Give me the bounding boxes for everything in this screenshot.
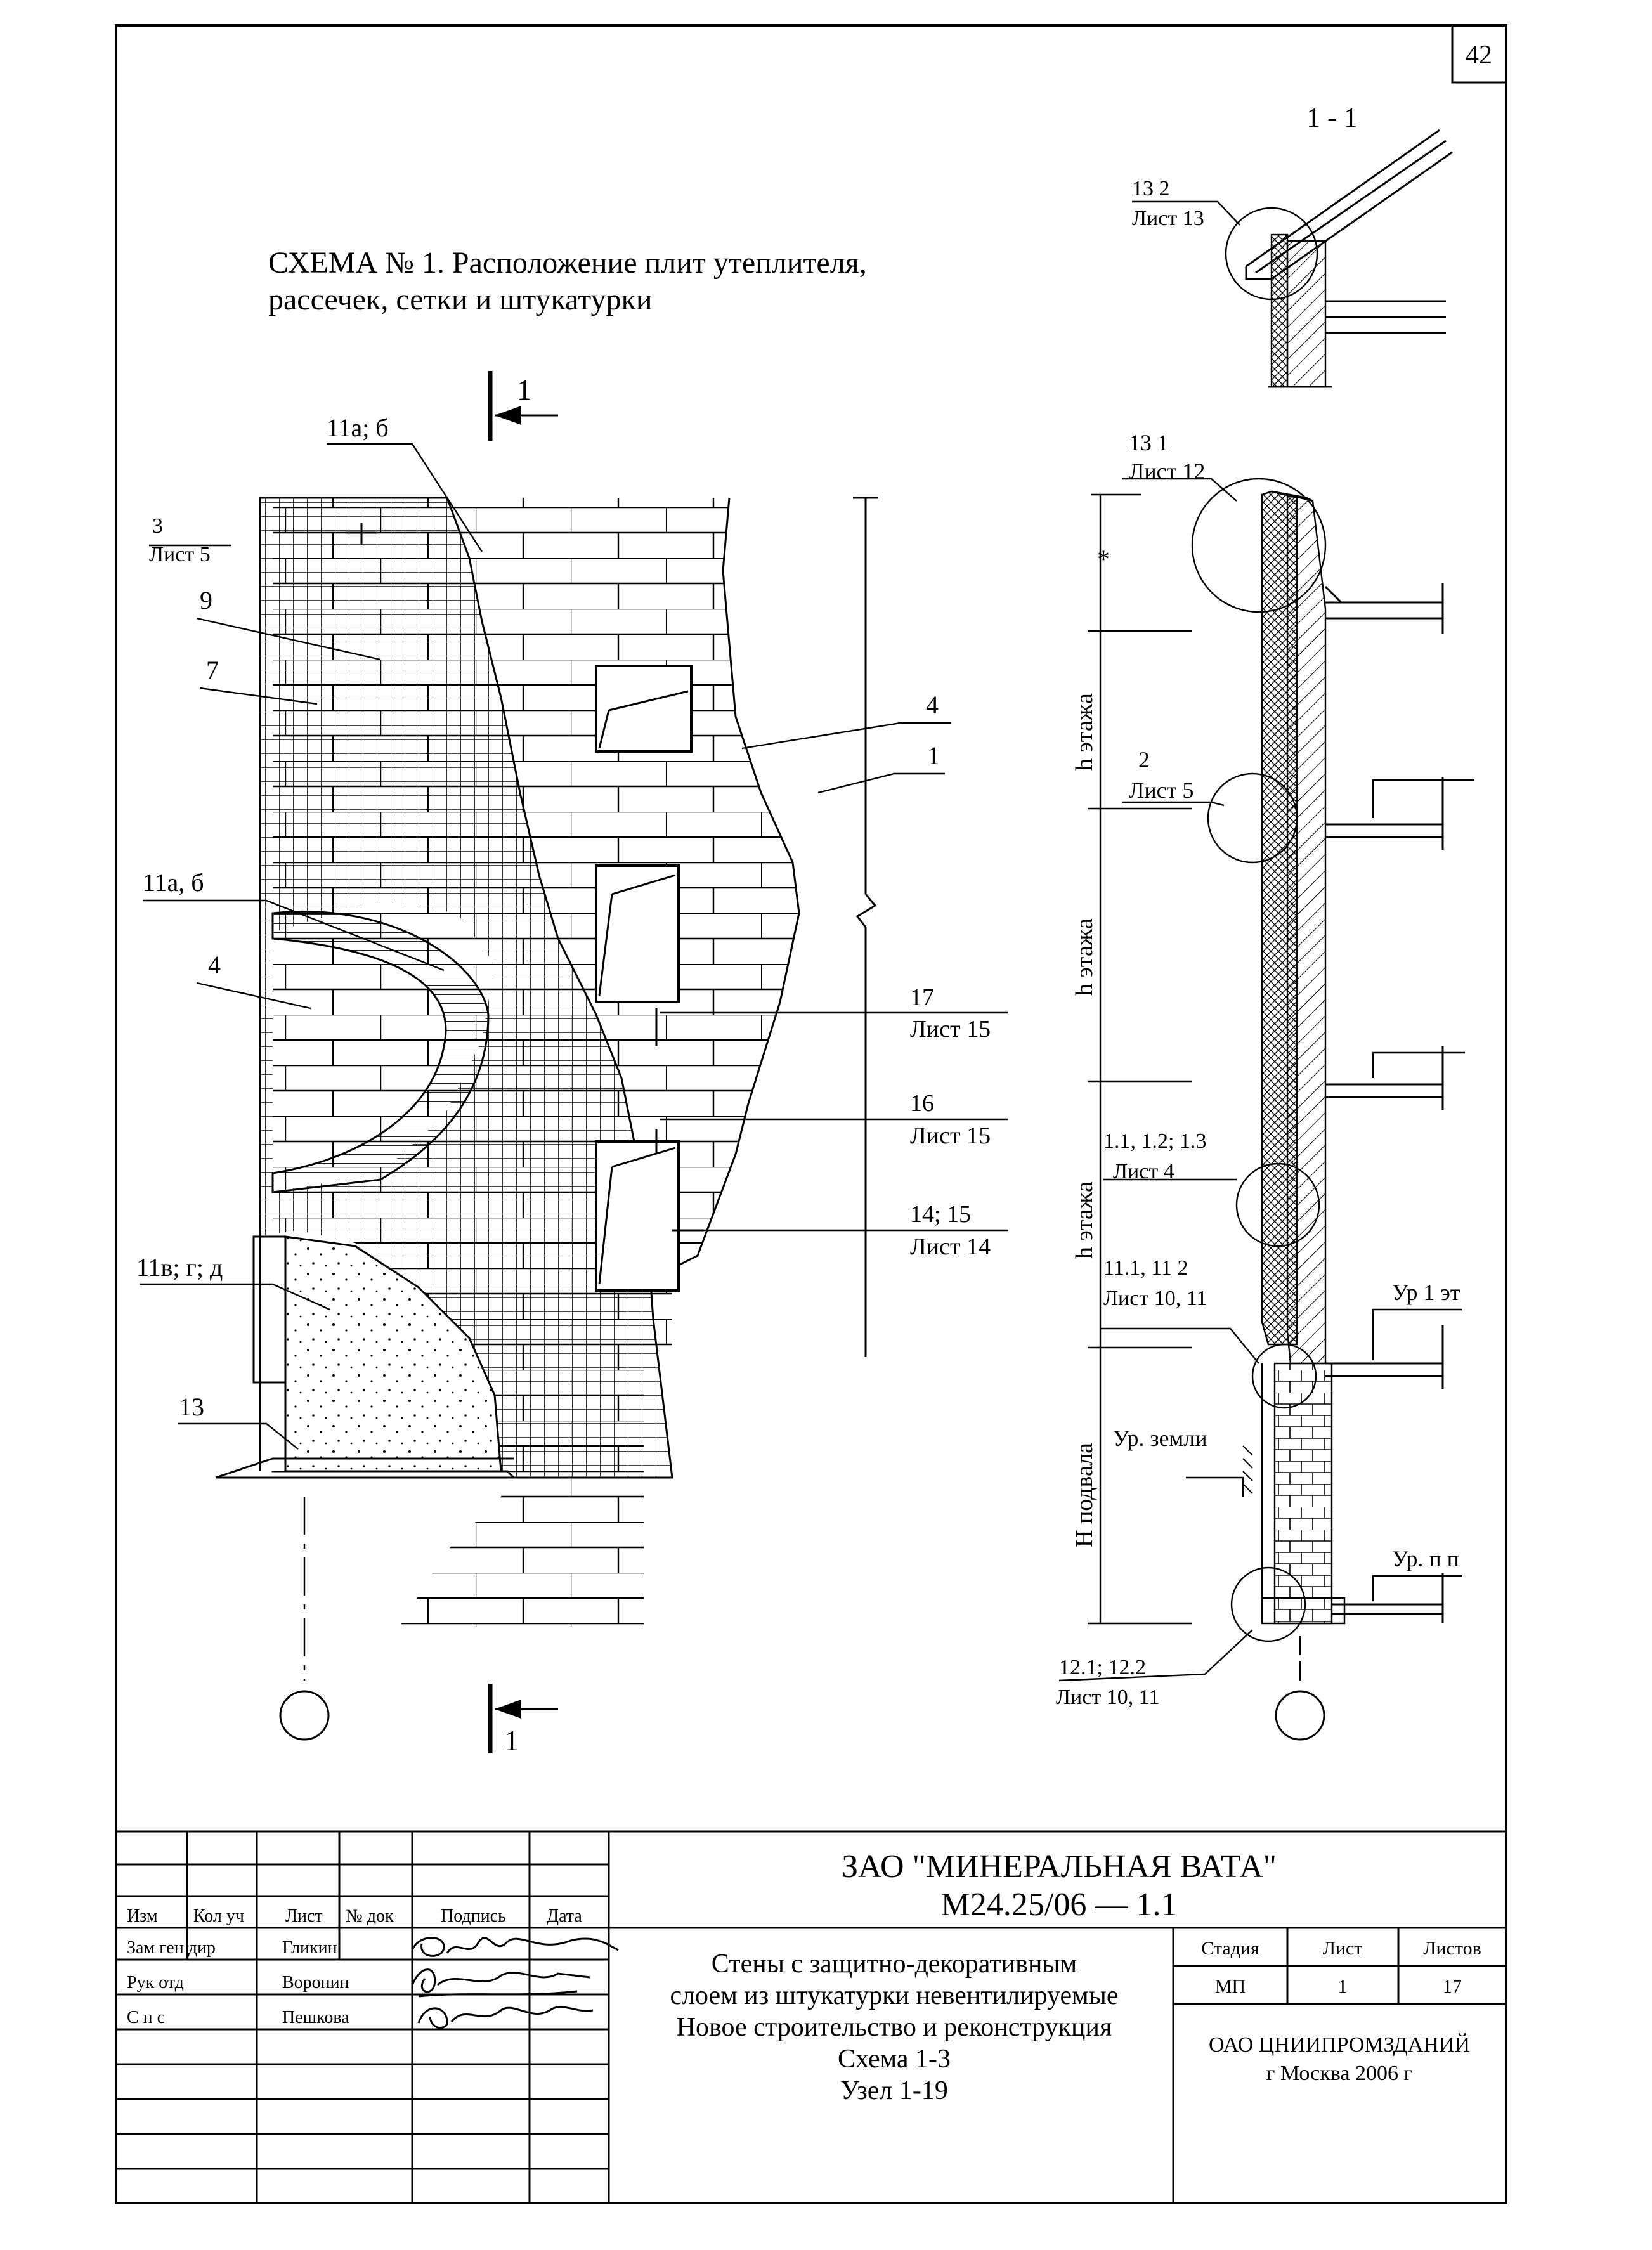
tb-role-1: Зам ген дир [127,1938,216,1958]
dim-floor-2: h этажа [1071,918,1098,996]
section-title: 1 - 1 [1306,102,1358,133]
sheets-total-value: 17 [1443,1976,1462,1997]
level-basement-floor: Ур. п п [1392,1546,1459,1571]
callout-16-sheet: Лист 15 [910,1122,991,1149]
section-callout-12-sheet: Лист 10, 11 [1056,1686,1159,1709]
level-ground: Ур. земли [1113,1426,1207,1451]
section-dimension-line [1088,493,1192,1625]
callout-1415: 14; 15 [910,1201,971,1228]
tb-header-kol: Кол уч [193,1906,244,1926]
section-callout-12: 12.1; 12.2 [1059,1656,1146,1679]
window-1 [595,665,693,753]
level-floor1: Ур 1 эт [1392,1280,1460,1305]
callout-7: 7 [206,656,219,684]
description-line-3: Новое строительство и реконструкция [677,2013,1112,2042]
callout-9: 9 [200,586,212,615]
svg-text:1: 1 [504,1724,519,1757]
scheme-title-line2: рассечек, сетки и штукатурки [268,283,653,316]
section-leaders [1058,478,1259,1682]
dim-basement: H подвала [1071,1443,1098,1547]
title-block-frame [116,1830,1506,2203]
section-callout-1-1: 1.1, 1.2; 1.3 [1103,1129,1206,1153]
section-callout-13-1: 13 1 [1129,430,1169,455]
signatures [411,1937,619,2029]
tb-header-date: Дата [547,1906,582,1926]
callout-11vgd: 11в; г; д [136,1253,223,1282]
callout-11ab-mid: 11а, б [143,868,204,897]
callout-3-sheet: Лист 5 [149,543,211,566]
callout-3: 3 [152,514,163,538]
axis-bubble-left [279,1690,330,1741]
scheme-title-line1: СХЕМА № 1. Расположение плит утеплителя, [268,246,867,280]
tb-role-2: Рук отд [127,1973,184,1993]
description-line-2: слоем из штукатурки невентилируемые [670,1981,1118,2010]
document-code: М24.25/06 — 1.1 [941,1887,1178,1923]
callout-1: 1 [927,741,940,770]
callout-4-left: 4 [208,951,221,979]
company-name: ЗАО "МИНЕРАЛЬНАЯ ВАТА" [842,1849,1277,1885]
callout-4-right: 4 [926,691,939,719]
roof-detail [1225,129,1453,388]
section-callout-2: 2 [1138,747,1150,772]
elevation-leaders [140,443,1008,1450]
tb-name-3: Пешкова [282,2008,349,2027]
tb-name-2: Воронин [282,1973,349,1993]
section-callout-13-2: 13 2 [1132,177,1170,200]
window-2 [595,864,680,1003]
stage-value: МП [1215,1976,1246,1997]
section-callout-1-1-sheet: Лист 4 [1113,1160,1174,1183]
section-callout-13-1-sheet: Лист 12 [1129,458,1205,484]
sheet-number: 42 [1466,41,1492,70]
tb-header-sign: Подпись [441,1906,506,1926]
svg-text:1: 1 [517,374,531,406]
callout-16: 16 [910,1090,934,1117]
sheet-value: 1 [1338,1976,1348,1997]
sheet-border [115,24,1507,2204]
section-callout-2-sheet: Лист 5 [1129,777,1193,803]
tb-header-doc: № док [346,1906,394,1926]
section-mark-top: 1 [488,371,558,441]
sheet-number-box [1451,24,1507,84]
callout-17: 17 [910,984,934,1011]
callout-17-sheet: Лист 15 [910,1016,991,1043]
tb-header-list: Лист [285,1906,323,1926]
tb-header-izm: Изм [127,1906,158,1926]
dim-star: * [1097,545,1110,573]
organization-city: г Москва 2006 г [1266,2062,1413,2085]
description-line-5: Узел 1-19 [840,2076,948,2105]
callout-1415-sheet: Лист 14 [910,1233,991,1260]
dim-floor-1: h этажа [1071,693,1098,771]
wall-elevation [215,497,878,1741]
description-line-1: Стены с защитно-декоративным [712,1949,1077,1979]
stage-header-listov: Листов [1423,1938,1481,1959]
organization: ОАО ЦНИИПРОМЗДАНИЙ [1209,2033,1470,2057]
dim-floor-3: h этажа [1071,1181,1098,1259]
stage-header-list: Лист [1323,1938,1363,1959]
wall-section [1186,478,1474,1741]
axis-bubble-right [1275,1690,1325,1741]
section-callout-11-1-sheet: Лист 10, 11 [1103,1287,1207,1310]
tb-role-3: С н с [127,2008,165,2027]
section-mark-bottom: 1 [488,1684,558,1757]
section-callout-13-2-sheet: Лист 13 [1132,207,1204,230]
tb-name-1: Гликин [282,1938,337,1958]
window-3 [595,1140,680,1292]
callout-11ab-top: 11а; б [327,413,389,442]
stage-header-stadia: Стадия [1201,1938,1259,1959]
section-callout-11-1: 11.1, 11 2 [1103,1256,1188,1280]
description-line-4: Схема 1-3 [838,2045,951,2074]
callout-13: 13 [179,1393,204,1421]
